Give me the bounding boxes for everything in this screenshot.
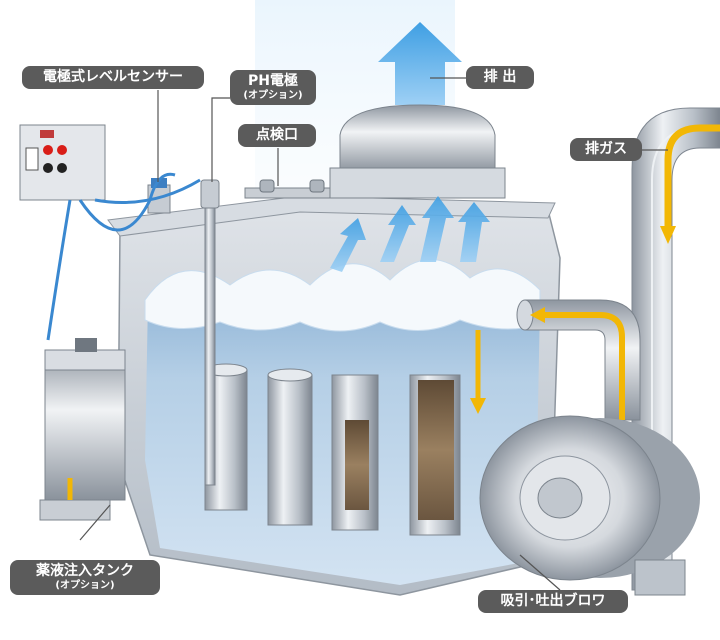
control-panel: [19, 124, 106, 201]
foam-layer: [144, 259, 541, 332]
cables: [46, 172, 201, 341]
label-chemical-tank: 薬液注入タンク (オプション): [10, 560, 160, 596]
packing-columns: [204, 363, 461, 536]
label-exhaust-gas: 排ガス: [570, 138, 642, 161]
label-chemical-tank-text: 薬液注入タンク: [36, 563, 134, 579]
label-level-sensor: 電極式レベルセンサー: [22, 66, 204, 89]
label-inspection-port-text: 点検口: [256, 127, 298, 143]
leader-lines: [79, 77, 668, 591]
label-ph-electrode-text: PH電極: [248, 73, 298, 89]
label-exhaust-out-text: 排 出: [483, 69, 517, 85]
label-ph-electrode: PH電極 (オプション): [230, 70, 316, 106]
label-blower: 吸引･吐出ブロワ: [478, 590, 628, 613]
label-blower-text: 吸引･吐出ブロワ: [500, 593, 606, 609]
ph-electrode-rod: [204, 184, 216, 486]
chemical-tank-unit: [39, 338, 126, 521]
label-inspection-port: 点検口: [238, 124, 316, 147]
blower-fan: [479, 415, 700, 596]
exhaust-arrow-icon: [378, 22, 462, 105]
inlet-flow-arrow-icon: [470, 398, 486, 414]
top-hood: [329, 104, 506, 199]
gas-down-arrow-icon: [660, 226, 676, 244]
label-chemical-tank-option: (オプション): [55, 579, 115, 591]
rising-air-arrows: [330, 196, 490, 272]
label-ph-electrode-option: (オプション): [243, 89, 303, 101]
blower-duct: [516, 299, 641, 421]
label-exhaust-out: 排 出: [466, 66, 534, 89]
label-level-sensor-text: 電極式レベルセンサー: [43, 69, 183, 85]
label-exhaust-gas-text: 排ガス: [585, 141, 627, 157]
